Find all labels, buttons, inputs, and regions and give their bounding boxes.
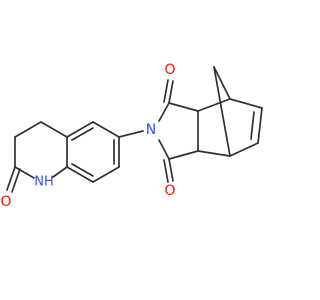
bond-ring-inner-2	[71, 163, 94, 177]
atom-nitrogen-lactam: NH	[34, 175, 54, 190]
bond-bicyclo-alkene	[250, 111, 255, 140]
bond-bridge-2	[213, 66, 231, 157]
molecule-structure: O N O NH O	[0, 62, 263, 210]
bond-imide-1	[158, 102, 170, 122]
bond-ring-4	[92, 166, 120, 183]
bond-lactam-5	[52, 166, 68, 178]
atom-nitrogen-imide: N	[146, 122, 156, 138]
bond-bicyclo-3	[229, 98, 263, 109]
bond-co-bottom-1	[168, 158, 174, 182]
bond-co-top-1	[168, 80, 174, 104]
atom-oxygen-bottom: O	[164, 183, 175, 199]
bond-co-top-2	[163, 79, 169, 103]
bond-lactam-4	[14, 166, 35, 179]
bond-bicyclo-2	[197, 150, 231, 157]
bond-imide-2	[158, 139, 170, 160]
bond-co-bottom-2	[163, 159, 169, 183]
bond-ring-6	[92, 121, 120, 138]
bond-ring-3	[66, 166, 94, 183]
bond-bicyclo-1	[197, 98, 231, 112]
atom-oxygen-top: O	[164, 62, 175, 78]
bond-lactam-2	[14, 121, 42, 138]
bond-lactam-1	[40, 121, 68, 138]
bond-bridge-1	[213, 66, 231, 100]
bond-imide-4	[168, 150, 199, 160]
bond-lactam-co-2	[11, 168, 21, 193]
bond-lactam-co-1	[6, 166, 16, 191]
bond-bicyclo-4	[229, 142, 259, 157]
bond-bicyclo-5	[257, 107, 263, 144]
bond-aryl-n	[118, 130, 144, 138]
atom-oxygen-lactam: O	[0, 194, 11, 210]
bond-imide-3	[168, 102, 199, 112]
bond-ring-inner-1	[71, 127, 94, 141]
structure-canvas: O N O NH O	[0, 62, 263, 210]
bond-ring-1	[66, 121, 94, 138]
